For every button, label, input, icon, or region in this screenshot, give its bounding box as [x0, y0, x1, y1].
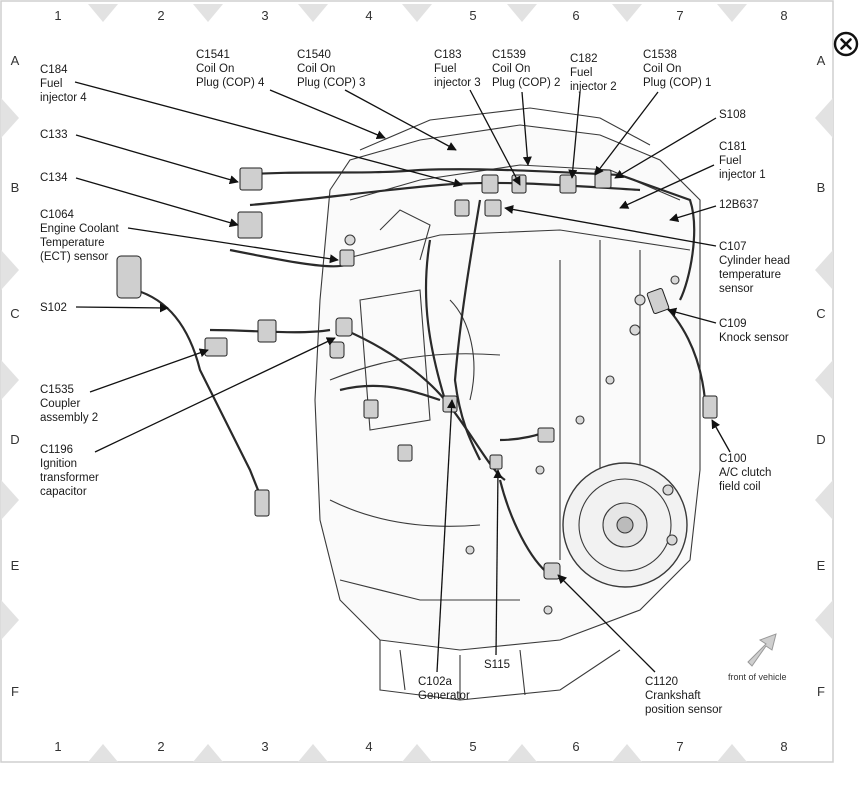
row-labels-right: A B C D E F [816, 53, 825, 699]
col-label: 8 [780, 739, 787, 754]
row-labels-left: A B C D E F [10, 53, 19, 699]
col-label: 8 [780, 8, 787, 23]
callout-s115: S115 [484, 659, 510, 671]
row-label: C [816, 306, 825, 321]
col-label: 5 [469, 8, 476, 23]
row-label: C [10, 306, 19, 321]
callout-s102: S102 [40, 302, 67, 314]
col-label: 7 [676, 8, 683, 23]
callout-s108: S108 [719, 109, 746, 121]
front-of-vehicle-label: front of vehicle [728, 672, 787, 682]
row-label: D [10, 432, 19, 447]
row-label: D [816, 432, 825, 447]
grid-markers [1, 4, 833, 762]
arrow-icon [747, 633, 777, 667]
row-label: F [817, 684, 825, 699]
row-label: A [817, 53, 826, 68]
col-label: 7 [676, 739, 683, 754]
row-label: F [11, 684, 19, 699]
col-label: 4 [365, 8, 372, 23]
col-label: 6 [572, 739, 579, 754]
col-label: 2 [157, 739, 164, 754]
col-label: 2 [157, 8, 164, 23]
column-labels-top: 1 2 3 4 5 6 7 8 [54, 8, 787, 23]
col-label: 3 [261, 8, 268, 23]
callout-c133: C133 [40, 129, 68, 141]
callout-c134: C134 [40, 172, 68, 184]
col-label: 5 [469, 739, 476, 754]
front-of-vehicle-indicator: front of vehicle [728, 633, 787, 682]
column-labels-bottom: 1 2 3 4 5 6 7 8 [54, 739, 787, 754]
row-label: E [817, 558, 826, 573]
engine-drawing [314, 107, 701, 701]
leader-lines [74, 81, 731, 673]
col-label: 6 [572, 8, 579, 23]
row-label: E [11, 558, 20, 573]
col-label: 4 [365, 739, 372, 754]
row-label: A [11, 53, 20, 68]
close-button[interactable] [833, 31, 859, 57]
close-icon [833, 31, 859, 57]
callout-12b637: 12B637 [719, 199, 759, 211]
row-label: B [11, 180, 20, 195]
col-label: 3 [261, 739, 268, 754]
col-label: 1 [54, 739, 61, 754]
col-label: 1 [54, 8, 61, 23]
row-label: B [817, 180, 826, 195]
